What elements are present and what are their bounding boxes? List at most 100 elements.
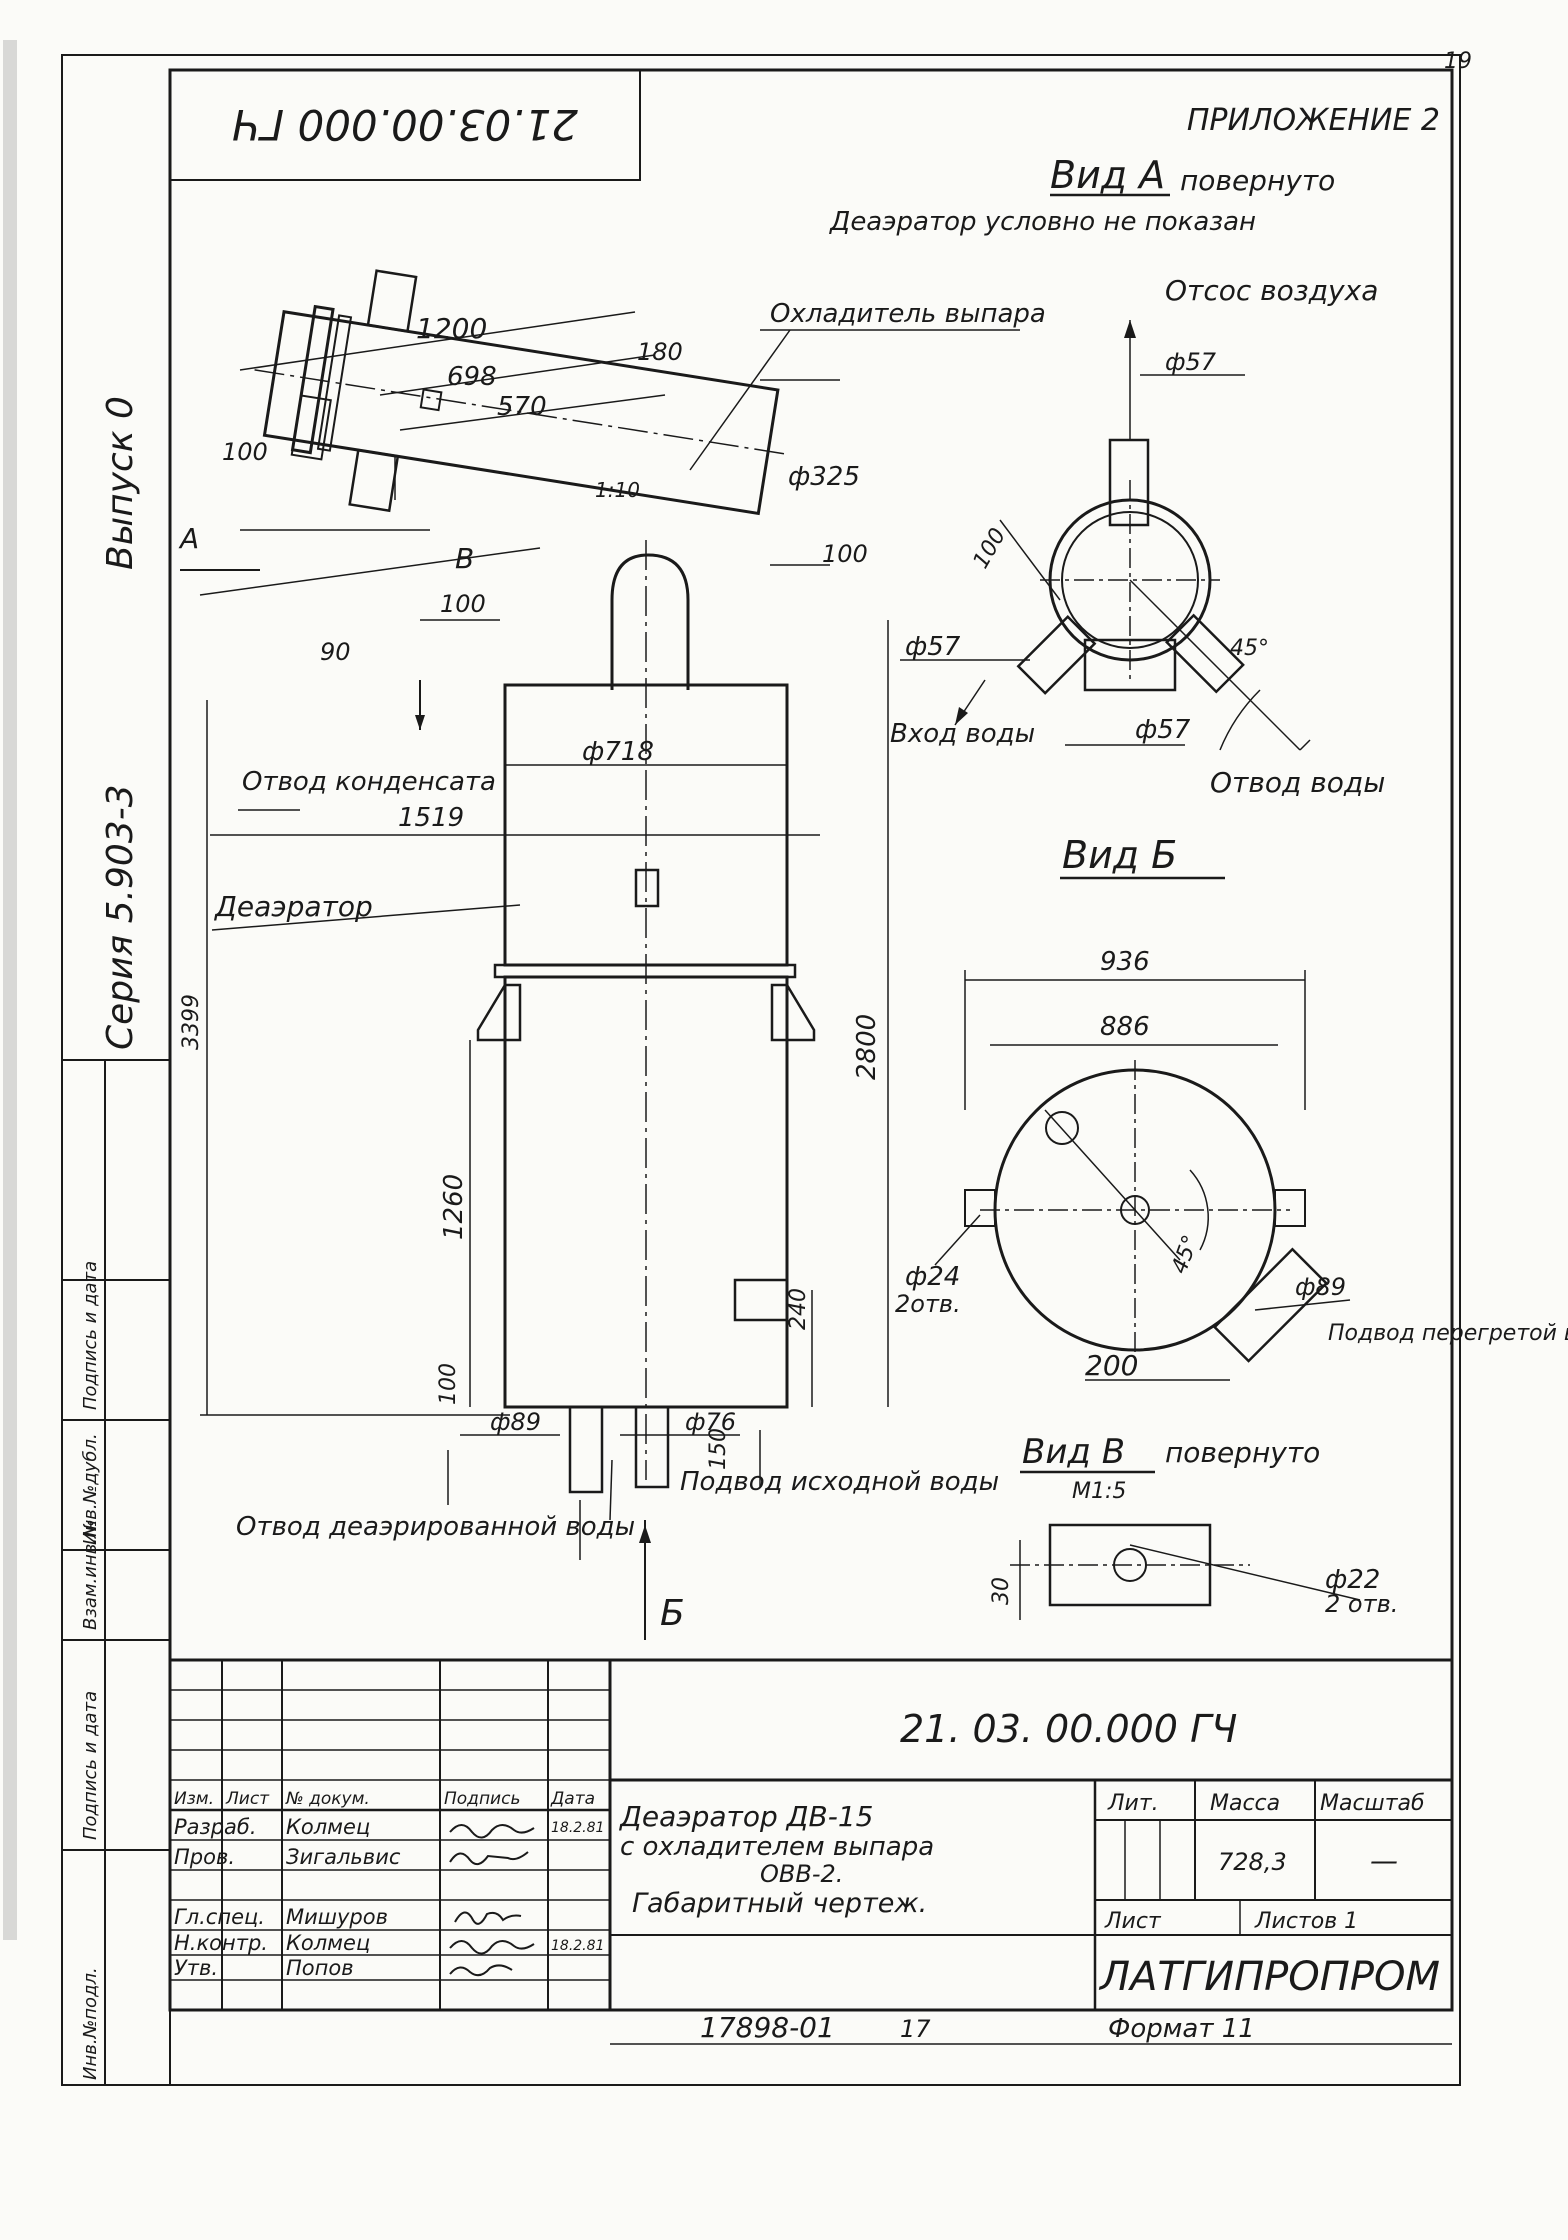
dim-698: 698: [447, 362, 497, 392]
view-v-title: Вид В: [1022, 1432, 1125, 1472]
view-b-angle: 45°: [1167, 1232, 1204, 1277]
steam-label: Подвод перегретой воды: [1328, 1321, 1568, 1346]
dim-150: 150: [706, 1428, 731, 1470]
hole-label-view-v: ф22: [1325, 1565, 1380, 1595]
side-stamp: Инв.№подл. Подпись и дата Взам.инв.№ Инв…: [61, 1059, 171, 2086]
title-block-code: 21. 03. 00.000 ГЧ: [900, 1707, 1237, 1751]
name-utv: Попов: [286, 1956, 354, 1980]
sheets-label: Листов 1: [1254, 1909, 1358, 1934]
stamp-label-sign-date-1: Подпись и дата: [80, 1691, 101, 1840]
dim-100-base: 100: [436, 1363, 461, 1405]
view-v-scale: М1:5: [1072, 1479, 1126, 1504]
dim-d57-top: ф57: [1165, 348, 1217, 376]
view-a-title: Вид А: [1050, 153, 1165, 197]
supply-label: Подвод исходной воды: [680, 1467, 999, 1497]
dim-180: 180: [637, 338, 683, 366]
name-n-kontr: Колмец: [286, 1931, 370, 1955]
dim-200: 200: [1085, 1349, 1138, 1382]
main-view: 1200 698 180 570 100 1:10 ф325 100 90 10…: [178, 269, 1046, 1640]
dim-886: 886: [1100, 1012, 1150, 1042]
role-utv: Утв.: [174, 1956, 218, 1980]
hole-count-view-b: 2отв.: [895, 1290, 961, 1318]
view-a-note: Деаэратор условно не показан: [829, 207, 1256, 237]
name-gl-spec: Мишуров: [286, 1905, 388, 1929]
drawing-name-line4: Габаритный чертеж.: [632, 1888, 927, 1919]
air-outlet-label: Отсос воздуха: [1165, 274, 1378, 307]
sheet-label: Лист: [1104, 1909, 1162, 1934]
col-header-date: Дата: [550, 1789, 595, 1809]
rotated-drawing-code: 21.03.00.000 ГЧ: [232, 100, 578, 149]
dim-d718: ф718: [582, 737, 654, 767]
signature-razrab: [449, 1824, 535, 1839]
signature-n-kontr: [449, 1940, 535, 1955]
name-razrab: Колмец: [286, 1815, 370, 1839]
mass-value: 728,3: [1218, 1848, 1287, 1876]
dim-30: 30: [989, 1577, 1014, 1605]
dim-d57-left: ф57: [905, 632, 961, 662]
cooler-label: Охладитель выпара: [770, 299, 1046, 329]
deaerator-label: Деаэратор: [213, 890, 373, 923]
col-header-doc: № докум.: [285, 1789, 370, 1809]
mass-header: Масса: [1210, 1791, 1280, 1816]
view-v-rotated: повернуто: [1165, 1436, 1320, 1469]
view-v-arrow: В: [455, 542, 474, 575]
dim-d76: ф76: [685, 1408, 736, 1436]
dim-100-right: 100: [822, 540, 868, 568]
signature-prov: [449, 1851, 529, 1866]
water-inlet-label: Вход воды: [890, 719, 1035, 749]
stamp-label-replace-inv: Взам.инв.№: [80, 1519, 101, 1630]
dim-d89-view-b: ф89: [1295, 1273, 1346, 1301]
col-header-list: Лист: [225, 1789, 270, 1809]
name-prov: Зигальвис: [286, 1845, 401, 1869]
signature-utv: [449, 1964, 513, 1977]
view-b-title: Вид Б: [1062, 833, 1177, 877]
date-n-kontr: 18.2.81: [551, 1938, 604, 1954]
condensate-label: Отвод конденсата: [242, 767, 496, 797]
dim-d57-bottom: ф57: [1135, 715, 1191, 745]
view-a-rotated: повернуто: [1180, 164, 1335, 197]
level-glass: [634, 868, 660, 908]
series-label: Серия 5.903-3: [100, 784, 141, 1050]
dim-100-left: 100: [222, 438, 268, 466]
view-a-arrow: А: [178, 522, 199, 555]
footer-sheet: 17: [900, 2015, 931, 2043]
view-a-angle: 45°: [1230, 636, 1269, 661]
dim-936: 936: [1100, 947, 1150, 977]
footer-number: 17898-01: [700, 2011, 835, 2044]
dim-1260: 1260: [439, 1174, 469, 1240]
signature-gl-spec: [454, 1911, 522, 1925]
view-b-arrow: Б: [660, 1593, 685, 1634]
col-header-sign: Подпись: [444, 1789, 520, 1809]
hole-label-view-b: ф24: [905, 1262, 960, 1292]
scale-header: Масштаб: [1320, 1791, 1425, 1816]
dim-d325: ф325: [788, 462, 860, 492]
format-label: Формат 11: [1108, 2014, 1255, 2044]
rotated-code-box: [169, 69, 641, 181]
scale-value: —: [1370, 1844, 1398, 1877]
dim-2800: 2800: [852, 1014, 882, 1080]
dim-100-bottom: 100: [440, 590, 486, 618]
hole-count-view-v: 2 отв.: [1325, 1590, 1398, 1618]
role-prov: Пров.: [174, 1845, 235, 1869]
drawing-name-line2: с охладителем выпара: [620, 1832, 934, 1862]
stamp-label-inv-dup: Инв.№дубл.: [80, 1433, 101, 1545]
dim-570: 570: [497, 392, 547, 422]
view-v: Вид В повернуто М1:5 30 ф22 2 отв.: [989, 1432, 1398, 1620]
dim-100-view-a: 100: [969, 524, 1012, 573]
deaerator-flange: [493, 963, 797, 979]
col-header-izm: Изм.: [174, 1789, 214, 1809]
lit-header: Лит.: [1107, 1791, 1159, 1816]
page-number: 19: [1444, 49, 1472, 74]
dim-3399: 3399: [179, 994, 204, 1050]
appendix-label: ПРИЛОЖЕНИЕ 2: [1187, 103, 1440, 138]
date-razrab: 18.2.81: [551, 1820, 604, 1836]
dim-1519: 1519: [398, 803, 464, 833]
vapor-cooler: [254, 269, 789, 516]
role-n-kontr: Н.контр.: [174, 1931, 268, 1955]
issue-label: Выпуск 0: [100, 396, 141, 570]
role-razrab: Разраб.: [174, 1815, 257, 1839]
drawing-name-line1: Деаэратор ДВ-15: [618, 1800, 874, 1833]
dim-d89: ф89: [490, 1408, 541, 1436]
